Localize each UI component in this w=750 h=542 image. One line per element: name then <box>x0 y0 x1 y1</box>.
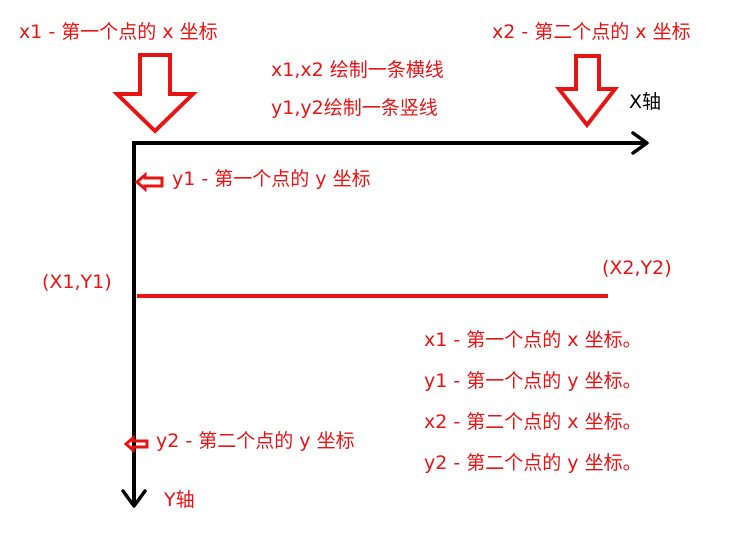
summary-line-2: y1 - 第一个点的 y 坐标。 <box>424 370 642 392</box>
y2-description: y2 - 第二个点的 y 坐标 <box>156 430 355 452</box>
y2-left-arrow <box>123 434 149 454</box>
y1-left-arrow <box>134 171 164 193</box>
summary-line-4: y2 - 第二个点的 y 坐标。 <box>424 452 642 474</box>
x1-down-arrow <box>112 53 198 134</box>
vertical-line-note: y1,y2绘制一条竖线 <box>271 97 438 119</box>
summary-line-1: x1 - 第一个点的 x 坐标。 <box>424 329 642 351</box>
point1-label: (X1,Y1) <box>42 271 112 293</box>
x2-description: x2 - 第二个点的 x 坐标 <box>492 21 691 43</box>
horizontal-line-note: x1,x2 绘制一条横线 <box>271 59 444 81</box>
y-axis-label: Y轴 <box>164 489 195 511</box>
y1-description: y1 - 第一个点的 y 坐标 <box>172 168 371 190</box>
x-axis-label: X轴 <box>629 91 662 113</box>
x-axis-arrowhead <box>631 131 649 155</box>
summary-line-3: x2 - 第二个点的 x 坐标。 <box>424 411 642 433</box>
x2-down-arrow <box>554 54 620 129</box>
point2-label: (X2,Y2) <box>602 257 672 279</box>
y-axis-arrowhead <box>121 489 147 508</box>
x1-description: x1 - 第一个点的 x 坐标 <box>19 21 218 43</box>
